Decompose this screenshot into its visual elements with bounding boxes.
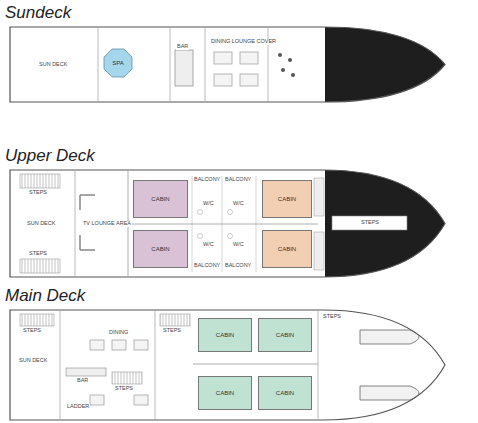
room-label: CABIN	[278, 246, 296, 252]
dining-tables	[214, 52, 258, 86]
cabin-room: CABIN	[258, 318, 312, 352]
room-label: CABIN	[151, 196, 169, 202]
area-label: BALCONY	[224, 263, 252, 269]
cabin-room: CABIN	[133, 230, 188, 268]
area-label: W/C	[232, 201, 245, 207]
area-label: SUN DECK	[38, 62, 68, 68]
area-label: BALCONY	[224, 177, 252, 183]
room-label: CABIN	[216, 390, 234, 396]
area-label: STEPS	[322, 314, 342, 320]
area-label: STEPS	[114, 386, 134, 392]
area-label: BALCONY	[193, 263, 221, 269]
room-label: CABIN	[276, 390, 294, 396]
bar-counter	[66, 368, 106, 376]
cabin-room: CABIN	[258, 376, 312, 410]
area-label: DINING LOUNGE COVER	[210, 39, 277, 45]
room-label: CABIN	[278, 196, 296, 202]
deck-title: Main Deck	[5, 286, 85, 306]
area-label: W/C	[202, 242, 215, 248]
deck-fittings	[278, 53, 295, 77]
room-label: CABIN	[276, 332, 294, 338]
bow-walkway	[332, 216, 407, 230]
bow-roof	[325, 160, 455, 285]
area-label: BAR	[76, 378, 89, 384]
cabin-room: CABIN	[262, 230, 312, 268]
area-label: TV LOUNGE AREA	[82, 221, 132, 227]
cabin-room: CABIN	[198, 376, 252, 410]
spa-pool: SPA	[104, 49, 132, 77]
room-label: CABIN	[151, 246, 169, 252]
area-label: LADDER	[66, 404, 90, 410]
room-label: CABIN	[216, 332, 234, 338]
cabin-room: CABIN	[262, 180, 312, 218]
area-label: SUN DECK	[18, 358, 48, 364]
area-label: W/C	[232, 242, 245, 248]
area-label: STEPS	[162, 328, 182, 334]
deck-title: Upper Deck	[5, 146, 95, 166]
area-label: W/C	[202, 201, 215, 207]
area-label: BAR	[176, 44, 189, 50]
area-label: DINING	[108, 330, 129, 336]
area-label: STEPS	[28, 251, 48, 257]
area-label: STEPS	[28, 190, 48, 196]
cabin-room: CABIN	[198, 318, 252, 352]
bar-counter	[175, 50, 193, 86]
cabin-room: CABIN	[133, 180, 188, 218]
area-label: STEPS	[360, 220, 380, 226]
wc-fixtures	[198, 210, 233, 239]
area-label: STEPS	[22, 328, 42, 334]
deck-title: Sundeck	[5, 3, 71, 23]
area-label: BALCONY	[193, 177, 221, 183]
room-label: SPA	[112, 60, 124, 66]
area-label: SUN DECK	[26, 221, 56, 227]
tender-boat	[360, 330, 419, 400]
